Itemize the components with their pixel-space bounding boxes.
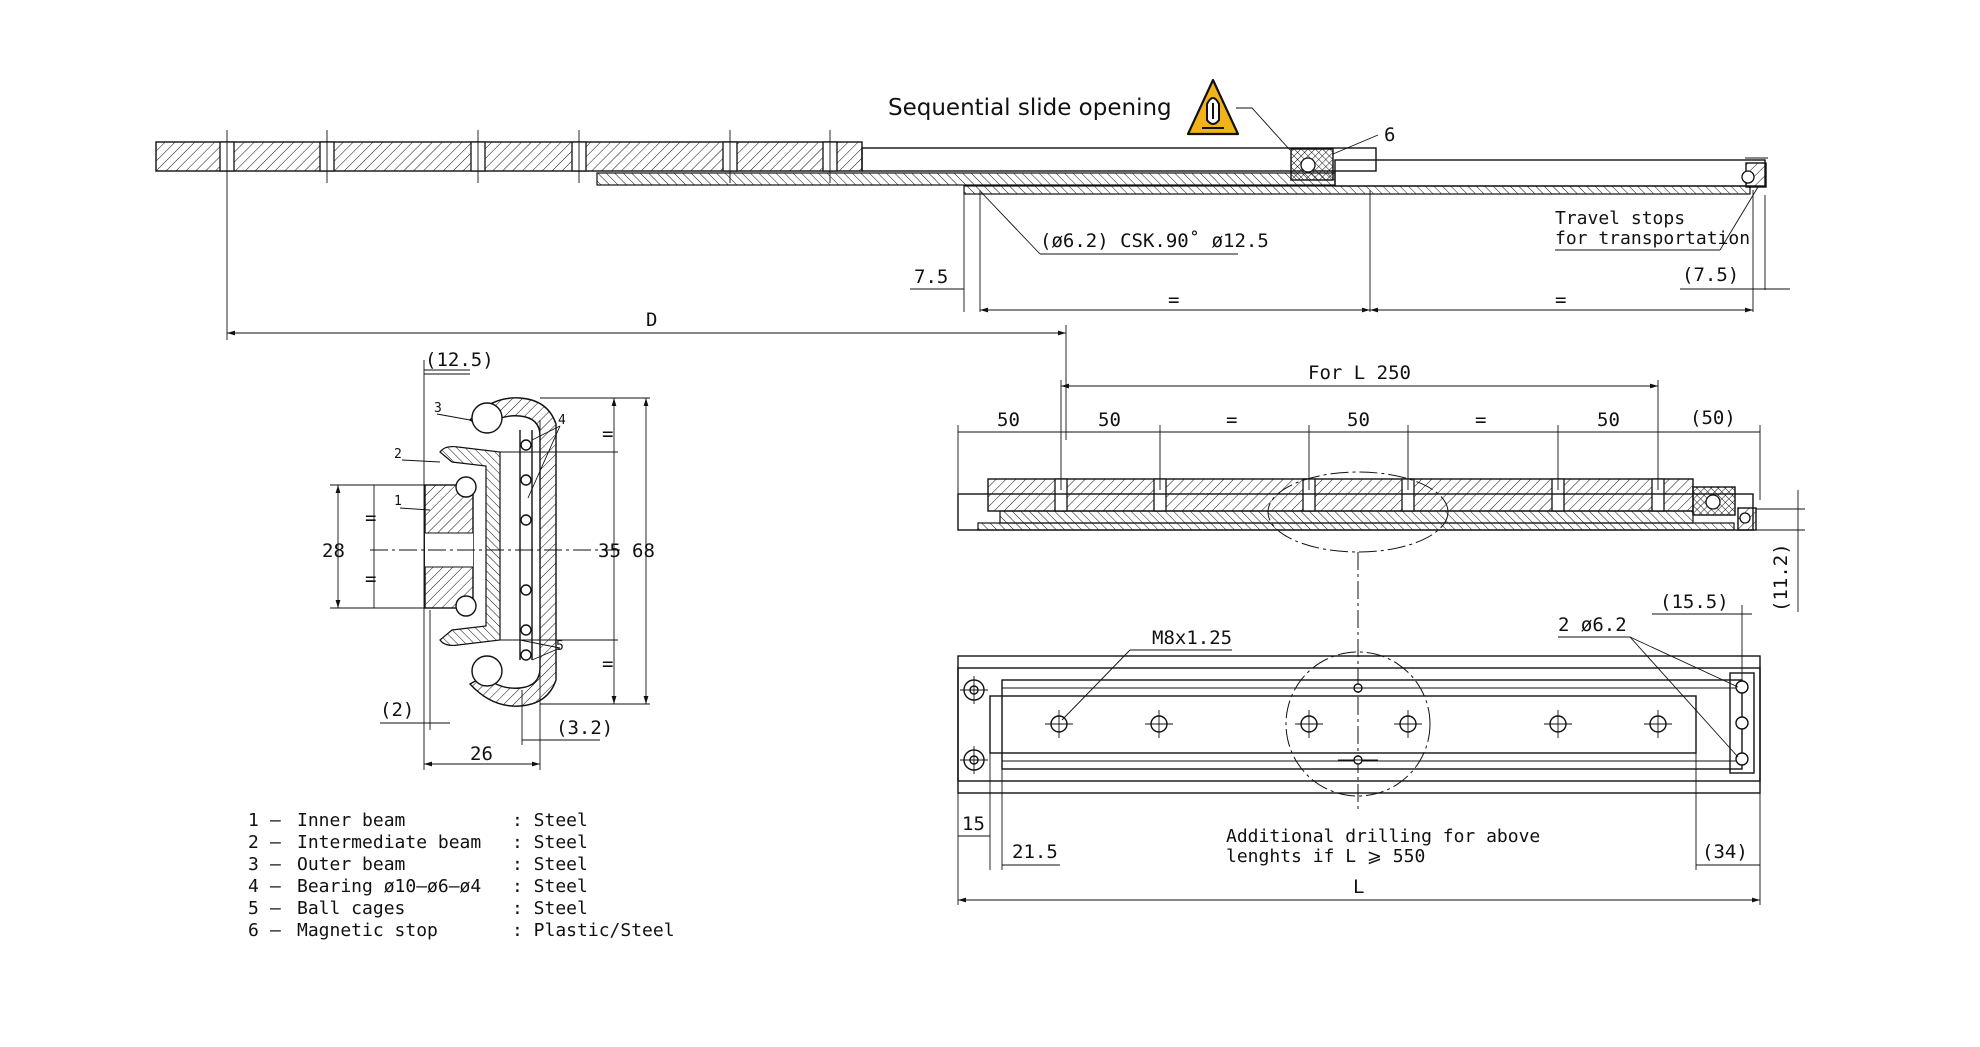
legend-name-5: Ball cages [297,898,405,919]
travel-stops-line1: Travel stops [1555,208,1685,229]
plan-dim-21-5: 21.5 [1012,841,1058,863]
section-dim-12-5: (12.5) [425,349,494,371]
legend-mat-1: : Steel [512,810,588,831]
plan-dim-L: L [1353,876,1364,898]
top-dim-eq-2: = [1555,289,1566,311]
top-dim-eq-1: = [1168,289,1179,311]
plan-dim-34: (34) [1702,841,1748,863]
side-view: For L 250 50 50 = 50 = 50 (50) (11.2) [957,362,1805,810]
svg-text:–: – [270,876,281,897]
legend-num-5: 5 [248,898,259,919]
section-item-5: 5 [556,639,564,654]
section-dim-35: 35 [598,540,621,562]
section-dim-28: 28 [322,540,345,562]
plan-thread-label: M8x1.25 [1152,627,1232,649]
legend-mat-5: : Steel [512,898,588,919]
plan-outer-frame [957,655,1761,794]
section-dim-eq-d: = [602,653,613,675]
detail-circle-plan [1285,651,1431,797]
section-dim-3-2: (3.2) [556,717,613,739]
section-ball-bottom [471,655,503,687]
section-item-1: 1 [394,494,402,509]
legend-num-4: 4 [248,876,259,897]
legend-num-3: 3 [248,854,259,875]
svg-text:–: – [270,832,281,853]
legend-name-2: Intermediate beam [297,832,481,853]
legend-name-4: Bearing ø10–ø6–ø4 [297,876,481,897]
section-item-2: 2 [394,447,402,462]
legend-name-1: Inner beam [297,810,405,831]
svg-text:–: – [270,854,281,875]
top-label-6: 6 [1384,124,1395,146]
top-dim-7-5-paren: (7.5) [1682,264,1739,286]
side-dim-50-b: 50 [1098,409,1121,431]
plan-note-line2: lenghts if L ⩾ 550 [1226,846,1425,867]
top-dim-7-5: 7.5 [914,266,948,288]
legend-num-2: 2 [248,832,259,853]
parts-legend: 1 – Inner beam : Steel 2 – Intermediate … [248,810,675,941]
section-item-3: 3 [434,401,442,416]
section-item-4: 4 [558,413,566,428]
section-dim-eq-a: = [365,507,376,529]
section-dim-68: 68 [632,540,655,562]
legend-num-6: 6 [248,920,259,941]
plan-view: M8x1.25 2 ø6.2 (15.5) 15 21.5 (34) L Add… [957,591,1761,905]
top-dim-D: D [646,309,657,331]
sequential-slide-warning-icon [1186,78,1240,136]
side-dim-11-2: (11.2) [1770,543,1792,612]
top-intermediate-beam [596,172,1336,186]
plan-holes-label: 2 ø6.2 [1558,614,1627,636]
plan-dim-15: 15 [962,813,985,835]
detail-circle-side [1267,471,1449,553]
top-inner-beam [963,185,1751,195]
title-sequential-slide: Sequential slide opening [888,95,1172,121]
top-outer-beam [155,141,863,172]
side-dim-eq-a: = [1226,409,1237,431]
section-dim-eq-b: = [365,568,376,590]
section-ball-top [471,402,503,434]
legend-name-6: Magnetic stop [297,920,438,941]
section-dim-26: 26 [470,743,493,765]
side-outer-beam [987,478,1694,512]
section-dim-eq-c: = [602,423,613,445]
svg-text:–: – [270,810,281,831]
side-dim-50-c: 50 [1347,409,1370,431]
legend-mat-3: : Steel [512,854,588,875]
legend-name-3: Outer beam [297,854,405,875]
legend-num-1: 1 [248,810,259,831]
cross-section: (12.5) 28 = = 35 68 = = (2) (3.2) 26 3 2… [322,349,655,770]
section-intermediate-beam [439,445,501,647]
side-dim-50-paren: (50) [1690,407,1736,429]
side-dim-eq-b: = [1475,409,1486,431]
legend-mat-6: : Plastic/Steel [512,920,675,941]
section-dim-2: (2) [380,699,414,721]
side-dim-50-a: 50 [997,409,1020,431]
top-view: Sequential slide opening [155,78,1790,440]
plan-dim-15-5: (15.5) [1660,591,1729,613]
side-dim-50-d: 50 [1597,409,1620,431]
legend-mat-2: : Steel [512,832,588,853]
top-hole-spec: (ø6.2) CSK.90˚ ø12.5 [1040,230,1269,252]
travel-stops-line2: for transportation [1555,228,1750,249]
plan-note-line1: Additional drilling for above [1226,826,1540,847]
svg-text:–: – [270,920,281,941]
side-for-l-250: For L 250 [1308,362,1411,384]
svg-text:–: – [270,898,281,919]
legend-mat-4: : Steel [512,876,588,897]
